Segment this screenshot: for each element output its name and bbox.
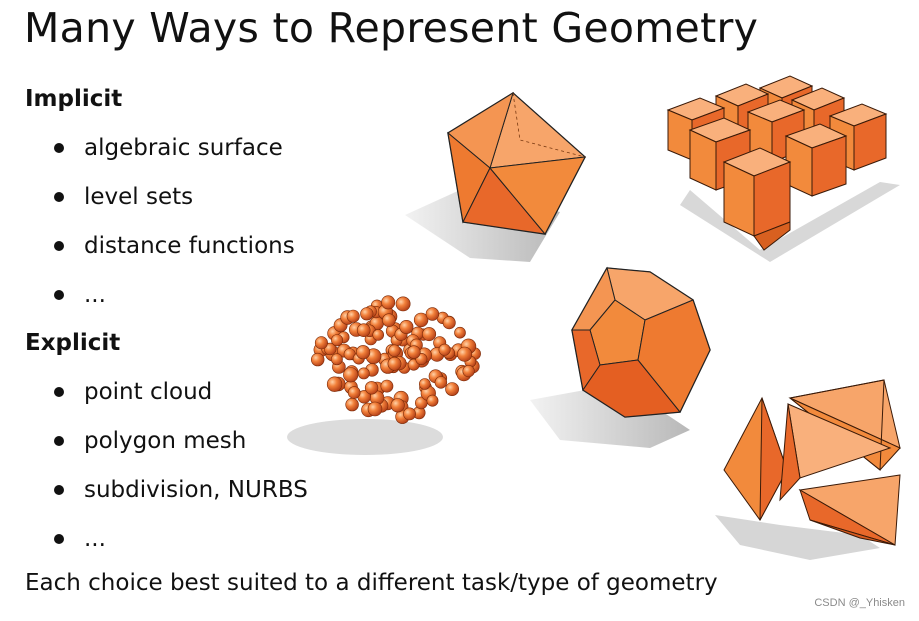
point-dot (413, 312, 429, 328)
point-dot (442, 316, 456, 330)
slide-title: Many Ways to Represent Geometry (24, 4, 759, 52)
point-dot (360, 307, 374, 321)
point-dot (399, 319, 414, 334)
point-cloud-icon (287, 295, 481, 455)
point-dot (387, 356, 402, 371)
bullet-icon (54, 435, 64, 446)
point-dot (372, 329, 385, 341)
list-item: ... (54, 514, 308, 563)
icosahedron-icon (405, 91, 587, 262)
point-dot (445, 382, 459, 396)
point-dot (357, 367, 370, 380)
bullet-icon (54, 484, 64, 495)
point-dot (324, 342, 337, 356)
point-dot (418, 378, 431, 390)
point-dot (390, 398, 405, 413)
exploded-tetrahedra-icon (715, 379, 901, 560)
bullet-icon (54, 142, 64, 153)
bullet-icon (54, 386, 64, 397)
point-dot (367, 401, 383, 417)
point-dot (395, 296, 411, 312)
implicit-heading: Implicit (25, 86, 123, 112)
point-dot (426, 394, 439, 407)
point-dot (356, 323, 371, 338)
dodecahedron-icon (530, 266, 711, 448)
point-dot (381, 295, 396, 310)
list-item: algebraic surface (54, 123, 295, 172)
list-item: ... (54, 270, 295, 319)
point-dot (326, 376, 343, 392)
point-dot (345, 397, 359, 412)
watermark: CSDN @_Yhisken (814, 597, 905, 609)
point-dot (403, 407, 416, 421)
point-dot (347, 386, 361, 399)
point-dot (425, 307, 440, 321)
list-item: distance functions (54, 221, 295, 270)
point-dot (382, 313, 396, 328)
bullet-icon (54, 533, 64, 544)
list-item: polygon mesh (54, 416, 308, 465)
list-item: point cloud (54, 367, 308, 416)
point-dot (422, 327, 437, 342)
list-item: level sets (54, 172, 295, 221)
point-dot (438, 343, 451, 356)
slide-footer: Each choice best suited to a different t… (25, 570, 718, 596)
bullet-icon (54, 240, 64, 251)
point-dot (454, 326, 466, 339)
explicit-list: point cloud polygon mesh subdivision, NU… (54, 367, 308, 563)
implicit-list: algebraic surface level sets distance fu… (54, 123, 295, 319)
bullet-icon (54, 191, 64, 202)
point-dot (462, 365, 475, 378)
point-dot (388, 344, 401, 357)
point-dot (434, 376, 448, 389)
point-dot (311, 352, 325, 367)
point-dot (346, 309, 360, 323)
point-dot (314, 336, 328, 350)
point-dot (407, 345, 421, 359)
point-dot (364, 381, 379, 395)
point-dot (356, 345, 371, 360)
list-item: subdivision, NURBS (54, 465, 308, 514)
bullet-icon (54, 289, 64, 300)
explicit-heading: Explicit (25, 330, 121, 356)
point-dot (330, 353, 343, 366)
point-dot (331, 334, 344, 347)
point-dot (343, 367, 359, 383)
voxel-grid-icon (666, 75, 900, 262)
point-dot (380, 379, 394, 393)
point-dot (457, 346, 473, 362)
